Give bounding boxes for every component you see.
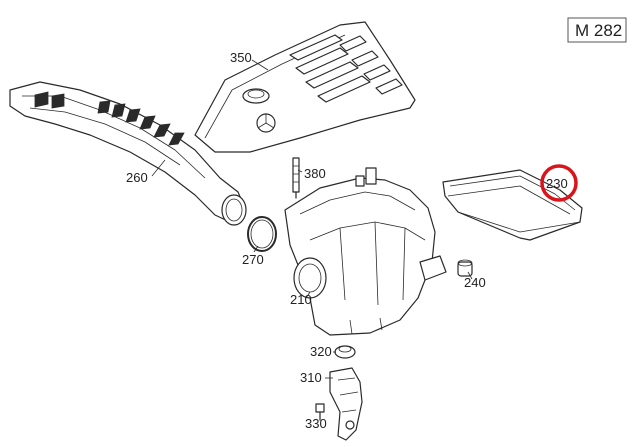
seal-ring-part[interactable] [247, 216, 277, 252]
rubber-grommet-part[interactable] [457, 259, 473, 277]
highlight-circle [540, 164, 578, 202]
part-labels: 350 260 380 230 270 210 240 320 310 330 [126, 50, 568, 431]
intake-duct-part[interactable] [9, 81, 247, 226]
air-filter-element-part[interactable] [442, 169, 583, 241]
sensor-pin-part[interactable] [292, 157, 300, 199]
label-210[interactable]: 210 [290, 292, 312, 307]
label-230[interactable]: 230 [546, 176, 568, 191]
label-240[interactable]: 240 [464, 275, 486, 290]
label-350[interactable]: 350 [230, 50, 252, 65]
label-380[interactable]: 380 [304, 166, 326, 181]
model-code-badge: M 282 [567, 17, 627, 43]
label-320[interactable]: 320 [310, 344, 332, 359]
label-270[interactable]: 270 [242, 252, 264, 267]
label-260[interactable]: 260 [126, 170, 148, 185]
label-330[interactable]: 330 [305, 416, 327, 431]
mounting-bracket-part[interactable] [329, 367, 363, 441]
label-310[interactable]: 310 [300, 370, 322, 385]
leader-lines [151, 59, 473, 420]
engine-cover-part[interactable] [194, 21, 416, 153]
rubber-mount-part[interactable] [334, 345, 356, 359]
model-code: M 282 [575, 21, 622, 40]
air-filter-housing-part[interactable] [284, 167, 447, 336]
